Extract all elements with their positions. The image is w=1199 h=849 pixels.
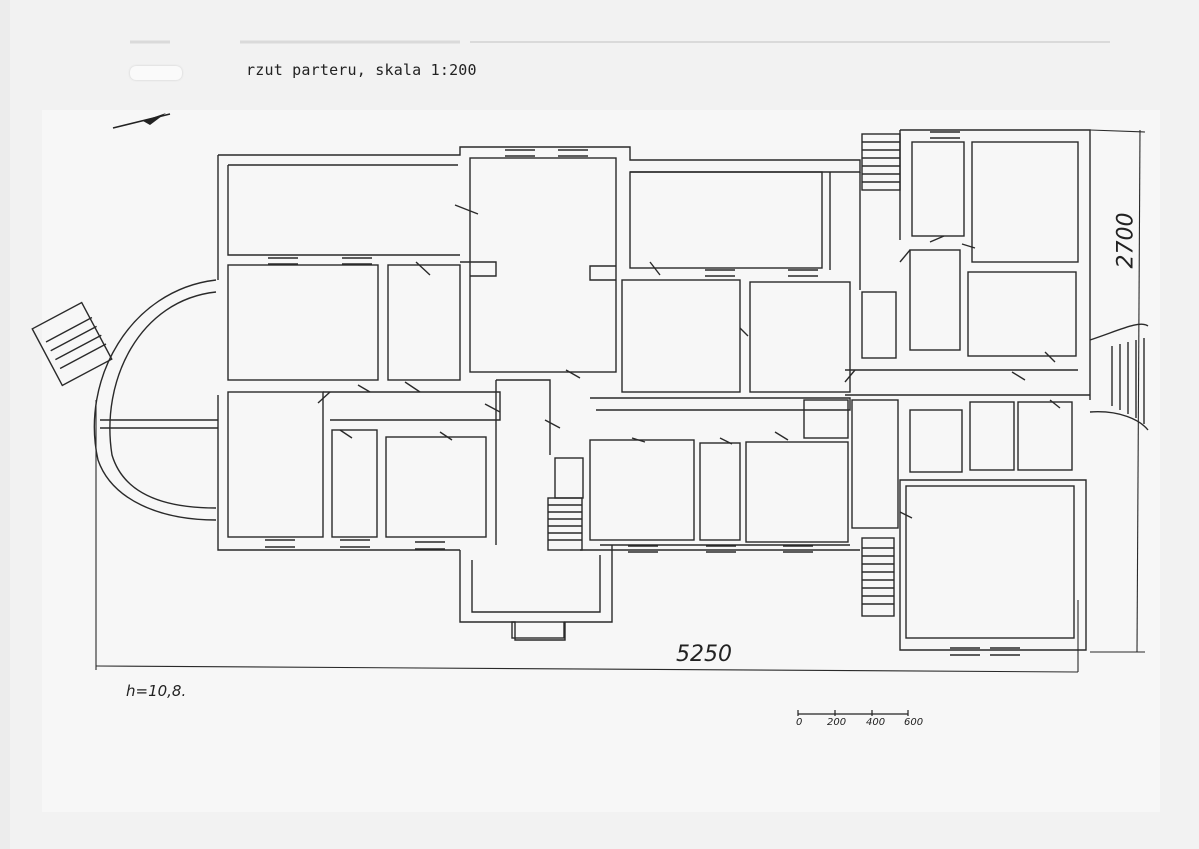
scale-tick-label: 600 <box>904 717 924 728</box>
north-arrow-icon <box>112 113 171 129</box>
dimension-lines <box>95 129 1146 673</box>
plan-caption: rzut parteru, skala 1:200 <box>246 61 477 79</box>
faint-header-text <box>130 40 1110 44</box>
tape-mark <box>130 66 182 80</box>
scale-tick-label: 400 <box>866 717 886 728</box>
depth-dimension-label: 2700 <box>1113 212 1139 269</box>
scale-tick-label: 200 <box>827 717 847 728</box>
scale-tick-label: 0 <box>796 717 803 728</box>
height-note: h=10,8. <box>126 682 187 700</box>
scale-bar <box>797 710 909 716</box>
plan-walls <box>31 129 1149 656</box>
width-dimension-label: 5250 <box>676 642 732 667</box>
